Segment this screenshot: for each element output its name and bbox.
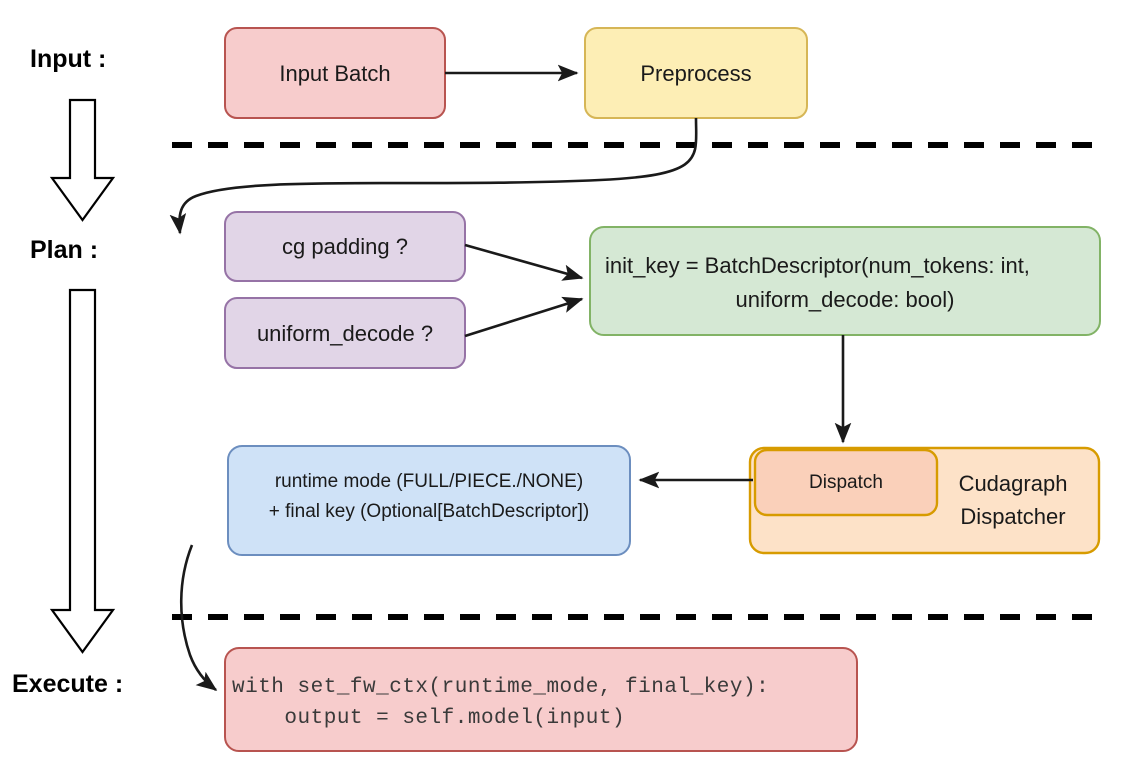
runtime-mode-line2: + final key (Optional[BatchDescriptor]) xyxy=(269,501,590,522)
init-key-line2: uniform_decode: bool) xyxy=(736,287,955,312)
input-batch-label: Input Batch xyxy=(279,61,390,86)
cudagraph-dispatcher-line2: Dispatcher xyxy=(960,504,1065,529)
runtime-mode-box xyxy=(227,445,631,556)
stage-label-input: Input : xyxy=(30,45,106,73)
cudagraph-dispatcher-line1: Cudagraph xyxy=(959,471,1068,496)
node-input-batch[interactable]: Input Batch xyxy=(224,27,446,119)
node-cg-padding[interactable]: cg padding ? xyxy=(224,211,466,282)
edge-preprocess-to-cg-padding xyxy=(169,117,698,235)
node-preprocess[interactable]: Preprocess xyxy=(584,27,808,119)
execute-code-line2: output = self.model(input) xyxy=(232,707,625,730)
dispatch-label: Dispatch xyxy=(809,472,883,493)
node-runtime-mode[interactable]: runtime mode (FULL/PIECE./NONE) + final … xyxy=(227,445,631,556)
execute-code-line1: with set_fw_ctx(runtime_mode, final_key)… xyxy=(232,676,769,699)
node-uniform-decode[interactable]: uniform_decode ? xyxy=(224,297,466,369)
node-init-key[interactable]: init_key = BatchDescriptor(num_tokens: i… xyxy=(589,226,1101,336)
uniform-decode-label: uniform_decode ? xyxy=(257,321,433,346)
node-dispatch[interactable]: Dispatch xyxy=(753,448,939,517)
dispatch-box xyxy=(753,448,939,517)
runtime-mode-line1: runtime mode (FULL/PIECE./NONE) xyxy=(275,471,583,492)
cg-padding-box xyxy=(224,211,466,282)
edge-runtime-mode-to-execute-code xyxy=(179,544,218,692)
preprocess-label: Preprocess xyxy=(640,61,751,86)
cg-padding-label: cg padding ? xyxy=(282,234,408,259)
stage-label-plan: Plan : xyxy=(30,236,98,264)
uniform-decode-box xyxy=(224,297,466,369)
init-key-line1: init_key = BatchDescriptor(num_tokens: i… xyxy=(605,253,1030,278)
stage-progress-arrow-input-to-plan xyxy=(49,98,116,222)
stage-progress-arrow-plan-to-execute xyxy=(49,288,116,654)
execute-code-box xyxy=(224,647,858,752)
stage-label-execute: Execute : xyxy=(12,670,123,698)
edge-uniform-decode-to-init-key xyxy=(464,296,584,338)
edge-cg-padding-to-init-key xyxy=(464,243,584,281)
init-key-box xyxy=(589,226,1101,336)
node-execute-code[interactable]: with set_fw_ctx(runtime_mode, final_key)… xyxy=(224,647,858,752)
